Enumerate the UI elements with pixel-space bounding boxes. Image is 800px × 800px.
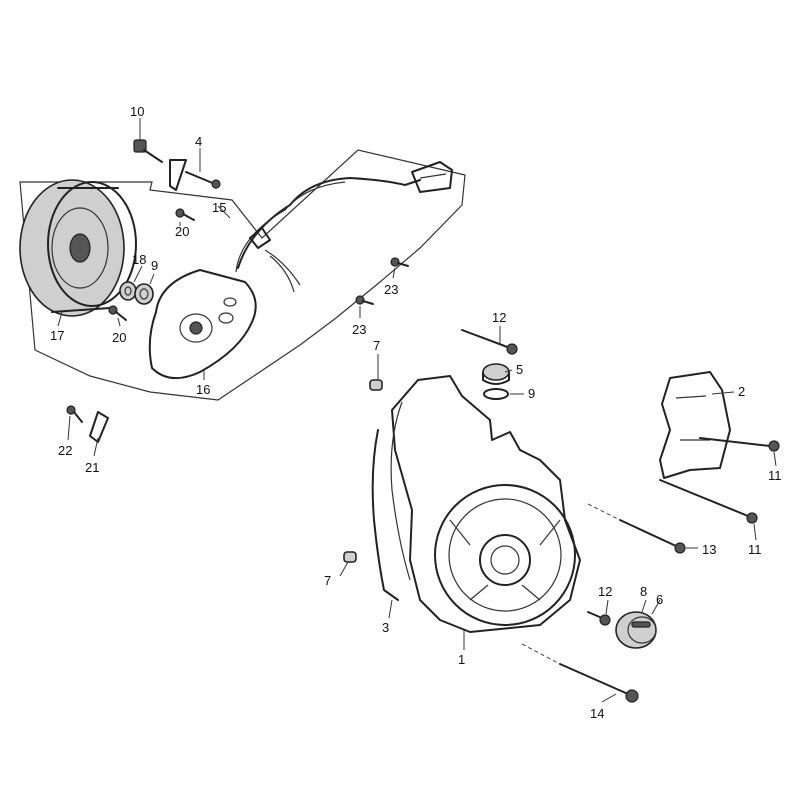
bolt-12-lower xyxy=(587,611,611,626)
callout-11-upper: 11 xyxy=(768,468,782,483)
clamp-21 xyxy=(89,411,109,443)
callout-21: 21 xyxy=(85,460,99,475)
callout-8: 8 xyxy=(640,584,647,599)
dowel-pin-7-lower xyxy=(343,551,357,563)
callout-9-left: 9 xyxy=(151,258,158,273)
inspection-plug xyxy=(615,611,657,649)
stator-plate xyxy=(148,269,257,379)
callout-11-lower: 11 xyxy=(748,542,762,557)
bolt-12-upper xyxy=(461,329,518,355)
bolt-14 xyxy=(521,643,639,703)
callout-23-lower: 23 xyxy=(352,322,366,337)
callout-4: 4 xyxy=(195,134,202,149)
callout-12-lower: 12 xyxy=(598,584,612,599)
callout-3: 3 xyxy=(382,620,389,635)
nut-9 xyxy=(134,283,154,305)
callout-23-upper: 23 xyxy=(384,282,398,297)
callout-6: 6 xyxy=(656,592,663,607)
bolt-11-lower xyxy=(659,479,758,524)
callout-14: 14 xyxy=(590,706,604,721)
o-ring-9 xyxy=(483,388,509,400)
bolt-23-upper xyxy=(390,257,409,267)
callout-9-right: 9 xyxy=(528,386,535,401)
oil-cap xyxy=(482,363,510,385)
bolt-11-upper xyxy=(699,437,780,452)
callout-7-upper: 7 xyxy=(373,338,380,353)
callout-2: 2 xyxy=(738,384,745,399)
bracket-4 xyxy=(169,159,221,191)
callout-13: 13 xyxy=(702,542,716,557)
dowel-pin-7-upper xyxy=(369,379,383,391)
callout-7-lower: 7 xyxy=(324,573,331,588)
side-cover xyxy=(659,371,731,479)
callout-1: 1 xyxy=(458,652,465,667)
callout-10: 10 xyxy=(130,104,144,119)
callout-22: 22 xyxy=(58,443,72,458)
callout-labels: 10 4 15 20 18 9 20 16 17 22 21 23 23 12 … xyxy=(50,104,782,721)
flywheel-assembly-boundary xyxy=(19,149,466,401)
callout-5: 5 xyxy=(516,362,523,377)
callout-17: 17 xyxy=(50,328,64,343)
bolt-23-lower xyxy=(355,295,374,305)
callout-15: 15 xyxy=(212,200,226,215)
bolt-13 xyxy=(587,503,686,554)
screw-20-upper xyxy=(175,208,195,221)
callout-20-upper: 20 xyxy=(175,224,189,239)
bolt-10 xyxy=(133,139,163,163)
wire-harness xyxy=(235,161,453,293)
screw-20-lower xyxy=(108,305,127,321)
leader-lines xyxy=(57,118,777,703)
flywheel-rotor xyxy=(19,179,137,317)
callout-12-upper: 12 xyxy=(492,310,506,325)
callout-18: 18 xyxy=(132,252,146,267)
crankcase-cover xyxy=(390,375,581,633)
gasket xyxy=(371,429,399,601)
screw-22 xyxy=(66,405,83,423)
callout-20-lower: 20 xyxy=(112,330,126,345)
callout-16: 16 xyxy=(196,382,210,397)
washer-18 xyxy=(119,281,137,301)
